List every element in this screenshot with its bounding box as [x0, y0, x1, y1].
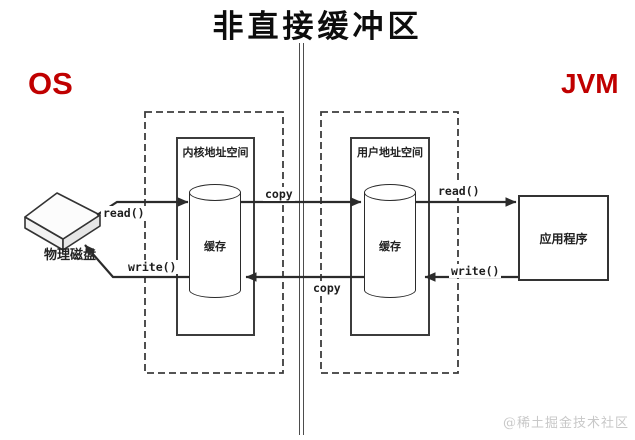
- cylinder-top: [189, 184, 241, 201]
- write-label-left: write(): [126, 260, 179, 274]
- os-region-label: OS: [28, 66, 73, 101]
- os-jvm-divider-line: [299, 43, 304, 435]
- kernel-buffer-label: 缓存: [204, 240, 226, 253]
- diagram-title: 非直接缓冲区: [212, 9, 423, 45]
- physical-disk-label: 物理磁盘: [43, 248, 96, 263]
- read-label-left: read(): [101, 206, 147, 220]
- copy-label-bottom: copy: [311, 281, 343, 295]
- application-label: 应用程序: [539, 231, 588, 246]
- watermark-text: @稀土掘金技术社区: [503, 416, 630, 431]
- copy-label-top: copy: [263, 187, 295, 201]
- application-box: 应用程序: [518, 195, 609, 281]
- user-address-space-title: 用户地址空间: [357, 146, 423, 159]
- cylinder-body: 缓存: [189, 192, 241, 290]
- cylinder-body: 缓存: [364, 192, 416, 290]
- kernel-buffer-cylinder: 缓存: [189, 184, 241, 298]
- cylinder-top: [364, 184, 416, 201]
- write-label-right: write(): [449, 264, 502, 278]
- physical-disk-icon: [24, 192, 101, 251]
- jvm-region-label: JVM: [561, 68, 619, 99]
- kernel-address-space-title: 内核地址空间: [182, 146, 249, 159]
- read-label-right: read(): [436, 184, 482, 198]
- user-buffer-cylinder: 缓存: [364, 184, 416, 298]
- user-buffer-label: 缓存: [379, 240, 401, 253]
